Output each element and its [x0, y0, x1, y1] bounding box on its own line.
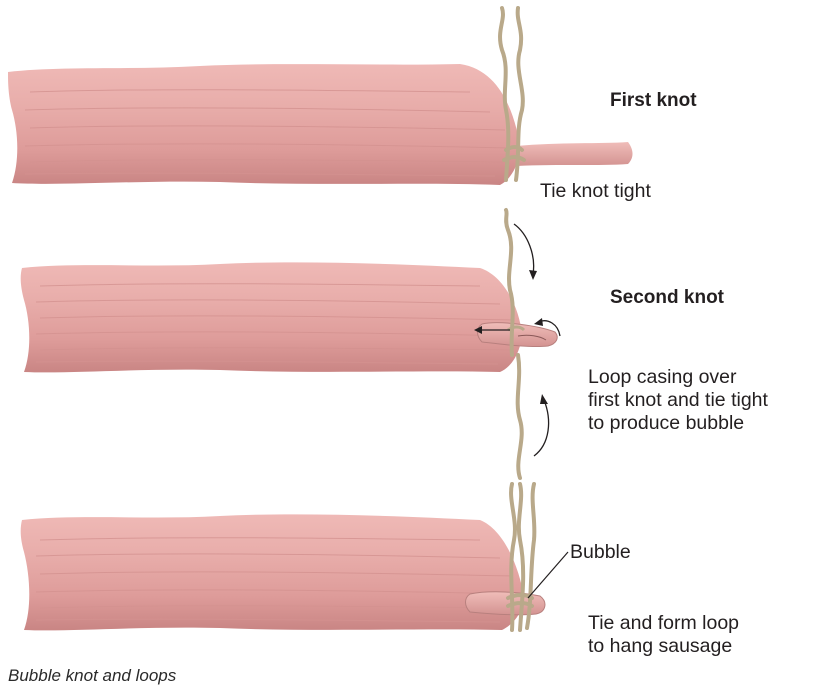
hang-instruction-line1: Tie and form loop: [588, 612, 739, 635]
tie-knot-tight-label: Tie knot tight: [540, 180, 651, 203]
arrow-top: [514, 224, 534, 274]
loop-instruction-line3: to produce bubble: [588, 412, 744, 435]
sausage-casing-2: [21, 262, 522, 372]
arrow-bottom: [534, 400, 549, 456]
sausage-panel-2: [21, 210, 560, 478]
casing-tail-1: [516, 142, 633, 166]
figure-caption: Bubble knot and loops: [8, 666, 176, 686]
sausage-panel-3: [21, 484, 568, 630]
loop-instruction-line1: Loop casing over: [588, 366, 737, 389]
first-knot-label: First knot: [610, 90, 697, 112]
sausage-casing-1: [8, 64, 520, 185]
bubble-shape: [466, 592, 545, 615]
hang-instruction-line2: to hang sausage: [588, 635, 732, 658]
sausage-panel-1: [8, 8, 633, 185]
second-knot-label: Second knot: [610, 287, 724, 309]
loop-instruction-line2: first knot and tie tight: [588, 389, 768, 412]
string-3: [508, 484, 534, 630]
bubble-label: Bubble: [570, 541, 631, 564]
